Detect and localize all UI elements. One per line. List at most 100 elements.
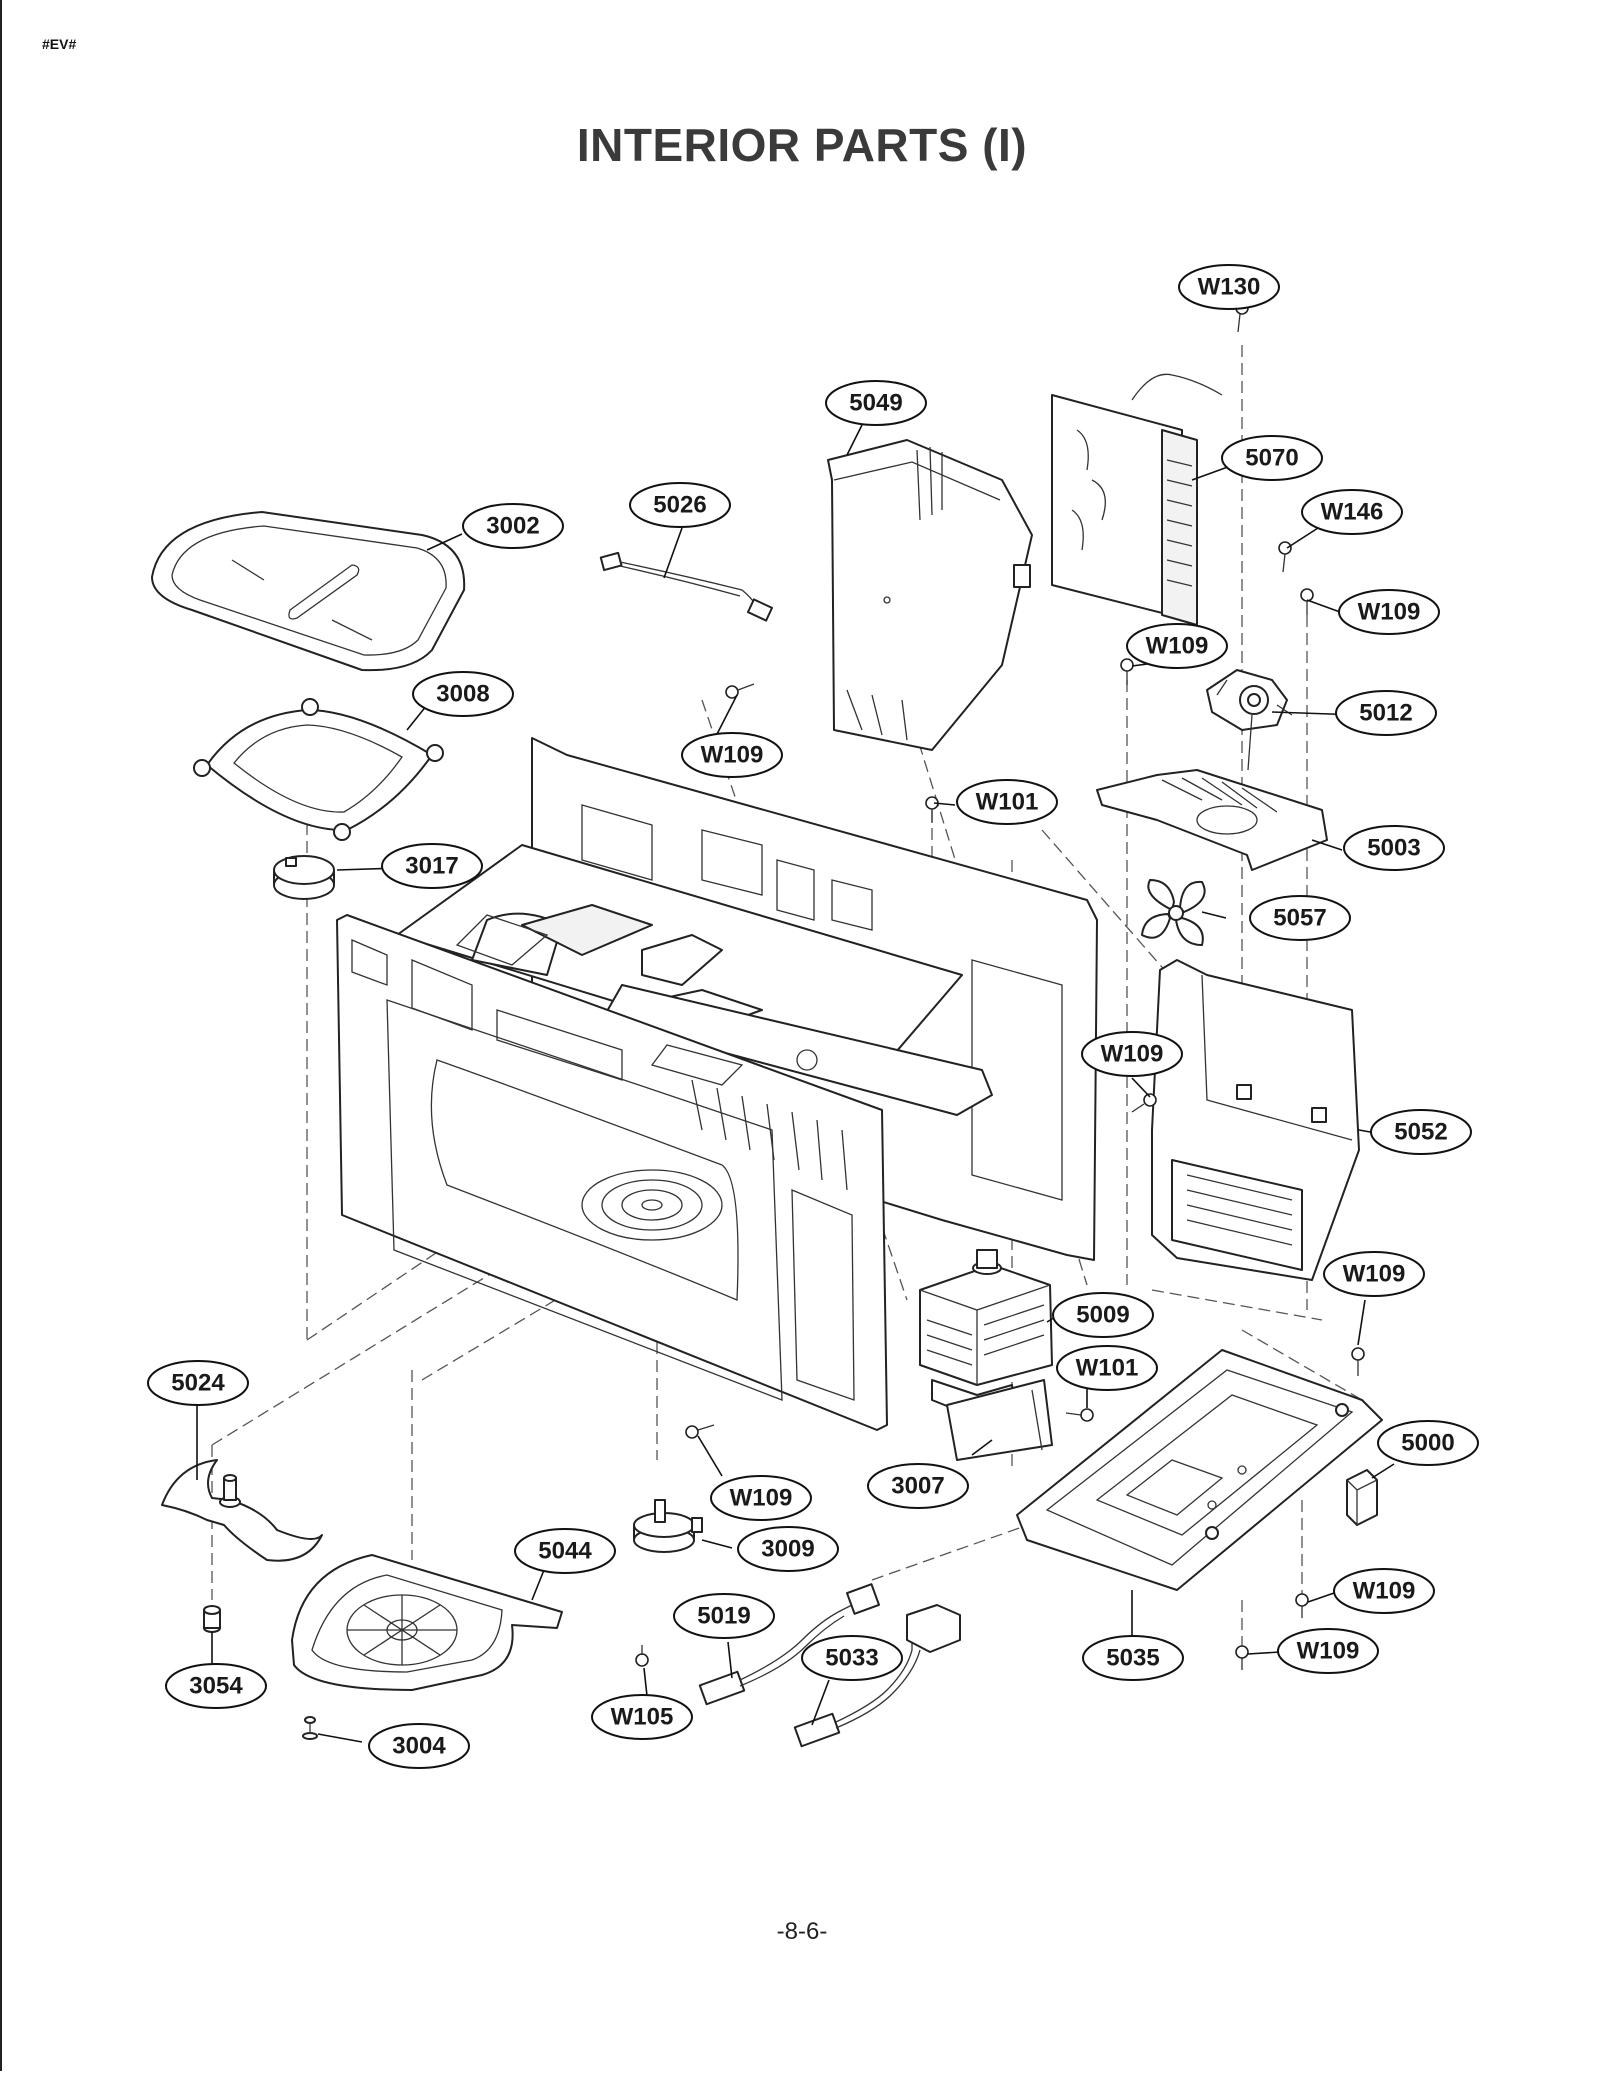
svg-text:3004: 3004 [392,1733,446,1760]
header-code: #EV# [42,36,77,52]
fan-blade-5057 [1141,879,1206,946]
screw-w146-icon [1278,541,1292,573]
screw-w109-icon [685,1424,715,1439]
callout-label: 5044 [514,1528,616,1574]
callout-label: 3004 [368,1723,470,1769]
svg-text:5009: 5009 [1076,1302,1129,1329]
callout-label: 5052 [1370,1109,1472,1155]
svg-text:W105: W105 [611,1704,674,1731]
air-guide-5052 [1151,959,1360,1281]
svg-text:W109: W109 [730,1485,793,1512]
callout-label: W109 [1126,623,1228,669]
small-part-3004 [302,1716,318,1740]
callout-label: 5049 [825,380,927,426]
callout-label: W146 [1301,489,1403,535]
svg-text:W109: W109 [1146,633,1209,660]
callout-label: 5024 [147,1360,249,1406]
callout-label: 5019 [673,1593,775,1639]
stirrer-cover-5044 [291,1554,563,1691]
svg-text:W101: W101 [976,789,1039,816]
oven-cavity-case [336,737,1098,1431]
callout-label: 3007 [867,1463,969,1509]
callout-label: 5070 [1221,435,1323,481]
page-title: INTERIOR PARTS (I) [576,119,1028,171]
svg-text:3002: 3002 [486,513,539,540]
svg-text:5035: 5035 [1106,1645,1159,1672]
callout-label: 3009 [737,1526,839,1572]
svg-text:5024: 5024 [171,1370,225,1397]
callout-label: W109 [681,732,783,778]
svg-text:5057: 5057 [1273,905,1326,932]
screw-w109-icon [725,683,755,699]
callout-label: W109 [1081,1031,1183,1077]
svg-text:5052: 5052 [1394,1119,1447,1146]
page-number: -8-6- [776,1918,828,1945]
glass-tray-3002 [151,511,466,672]
harness-5019 [698,1583,880,1706]
callout-label: 5026 [629,482,731,528]
svg-text:W109: W109 [1343,1261,1406,1288]
callout-label: W109 [1323,1251,1425,1297]
base-plate-5035 [1016,1349,1383,1591]
svg-text:5019: 5019 [697,1603,750,1630]
svg-text:5049: 5049 [849,390,902,417]
pcb-5070 [1051,373,1223,626]
callout-label: W101 [956,779,1058,825]
screw-w109-icon [1131,1093,1157,1113]
small-part-3054 [203,1605,221,1633]
screw-w109-icon [1295,1593,1309,1618]
callout-label: W109 [1277,1628,1379,1674]
callout-label: 5035 [1082,1635,1184,1681]
svg-text:W109: W109 [1297,1638,1360,1665]
svg-text:5000: 5000 [1401,1430,1454,1457]
svg-text:3009: 3009 [761,1536,814,1563]
svg-text:5070: 5070 [1245,445,1298,472]
coupler-3017 [273,855,335,900]
screw-w101-icon [1065,1408,1094,1422]
callout-label: 3017 [381,843,483,889]
shield-3007 [946,1379,1053,1461]
fan-motor-5012 [1206,669,1293,771]
svg-text:W109: W109 [1101,1041,1164,1068]
svg-text:5012: 5012 [1359,700,1412,727]
screw-w109-icon [1235,1645,1249,1670]
turntable-motor-3009 [633,1499,703,1553]
screw-w101-icon [925,796,939,823]
svg-text:5003: 5003 [1367,835,1420,862]
callout-label: 5000 [1377,1420,1479,1466]
callout-label: 5003 [1343,825,1445,871]
harness-5026 [599,551,774,622]
callout-label: 3008 [412,671,514,717]
callout-label: 3054 [165,1663,267,1709]
svg-text:3007: 3007 [891,1473,944,1500]
callout-label: 5057 [1249,895,1351,941]
callout-label: 3002 [462,503,564,549]
screw-w105-icon [635,1645,649,1667]
svg-text:5026: 5026 [653,492,706,519]
callout-label: W101 [1056,1345,1158,1391]
svg-text:W130: W130 [1198,274,1261,301]
callout-label: W130 [1178,264,1280,310]
switch-5000 [1346,1469,1378,1526]
callout-labels: W130 5049 5070 W146 5026 3002 W109 W109 … [147,264,1479,1769]
harness-5033 [793,1604,961,1748]
svg-text:W101: W101 [1076,1355,1139,1382]
svg-text:3017: 3017 [405,853,458,880]
svg-text:W109: W109 [1353,1578,1416,1605]
callout-label: W109 [710,1475,812,1521]
screw-w109-icon [1300,588,1314,615]
roller-ring-3008 [193,698,444,841]
callout-label: W109 [1338,589,1440,635]
svg-text:W109: W109 [1358,599,1421,626]
duct-5049 [827,439,1033,751]
svg-text:3054: 3054 [189,1673,243,1700]
svg-text:W109: W109 [701,742,764,769]
svg-text:W146: W146 [1321,499,1384,526]
screw-w109-icon [1351,1347,1365,1376]
callout-label: 5009 [1052,1292,1154,1338]
callout-label: W109 [1333,1568,1435,1614]
svg-text:5044: 5044 [538,1538,592,1565]
fan-bracket-5003 [1096,769,1328,871]
